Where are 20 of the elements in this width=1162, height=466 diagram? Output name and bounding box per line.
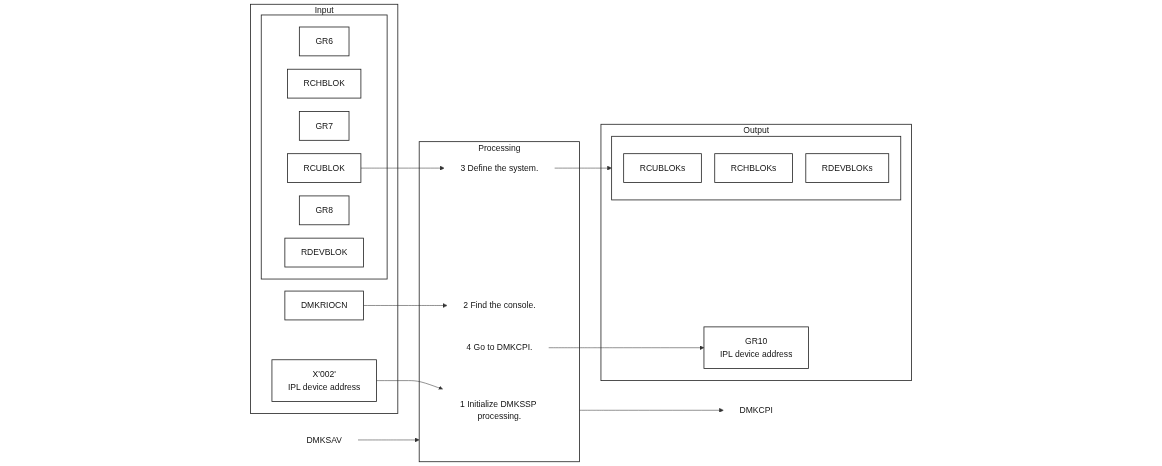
node-box: GR8 xyxy=(298,195,350,226)
node-text: 2 Find the console. xyxy=(463,300,536,310)
node-box: GR10 IPL device address xyxy=(703,326,809,369)
node-box: RCUBLOK xyxy=(287,153,362,183)
node-box: RCUBLOKs xyxy=(623,153,702,183)
node-box: RCHBLOK xyxy=(287,68,362,99)
node-box: RCHBLOKs xyxy=(714,153,793,183)
node-box: GR7 xyxy=(298,111,350,141)
node-text: 4 Go to DMKCPI. xyxy=(466,342,533,353)
node-box: DMKRIOCN xyxy=(284,290,364,321)
node-text: 3 Define the system. xyxy=(460,163,539,173)
node-box: GR6 xyxy=(298,26,350,57)
node-text: DMKSAV xyxy=(306,435,342,445)
node-box: RDEVBLOK xyxy=(284,237,364,268)
node-text: DMKCPI xyxy=(739,405,773,415)
cluster xyxy=(611,135,902,201)
node-box: RDEVBLOKs xyxy=(805,153,890,183)
cluster xyxy=(260,14,388,280)
node-box: X'002' IPL device address xyxy=(271,359,377,402)
node-text: 1 Initialize DMKSSP processing. xyxy=(460,399,537,421)
